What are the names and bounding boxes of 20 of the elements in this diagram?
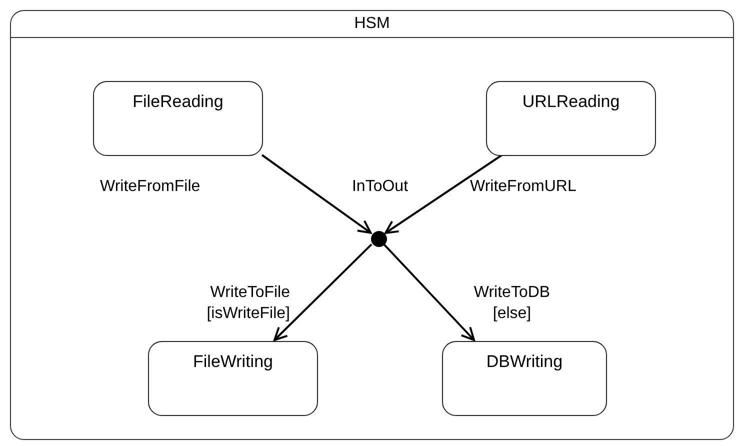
state-container — [10, 10, 734, 440]
junction-label: InToOut — [350, 177, 410, 197]
transition-arrow — [384, 154, 503, 234]
state-name: FileReading — [132, 92, 224, 113]
state-name: FileWriting — [193, 352, 273, 373]
state-box — [486, 81, 656, 156]
edge-label: WriteFromFile — [100, 177, 202, 197]
state-name: DBWriting — [486, 352, 563, 373]
transition-arrow — [383, 244, 475, 341]
state-name: URLReading — [522, 92, 620, 113]
state-box — [93, 81, 263, 156]
edge-label: WriteFromURL — [470, 177, 578, 197]
transition-arrow — [274, 244, 372, 341]
state-box — [148, 341, 318, 416]
state-box — [442, 341, 607, 416]
container-title: HSM — [354, 15, 390, 33]
edge-label: WriteToDB [else] — [472, 283, 552, 324]
transition-arrow — [261, 154, 372, 234]
junction-dot — [371, 231, 387, 247]
edge-label: WriteToFile [isWriteFile] — [206, 283, 290, 324]
